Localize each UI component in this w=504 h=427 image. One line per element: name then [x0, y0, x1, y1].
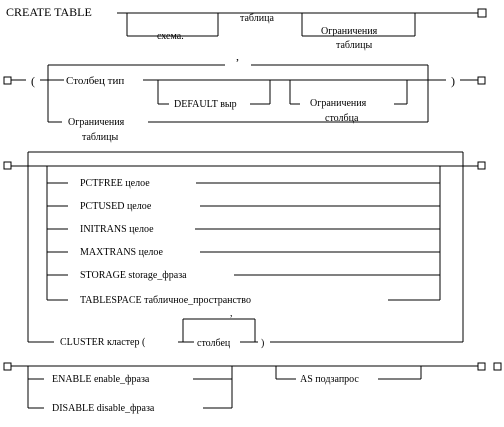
column-constraints-label-line1: Ограничения [310, 98, 367, 109]
tablespace-option: TABLESPACE табличное_пространство [80, 295, 251, 306]
table-constraints-label-line2: таблицы [336, 40, 372, 51]
disable-clause: DISABLE disable_фраза [52, 403, 155, 414]
pctfree-option: PCTFREE целое [80, 178, 150, 189]
maxtrans-option: MAXTRANS целое [80, 247, 164, 258]
section-enable-disable: ENABLE enable_фраза DISABLE disable_фраз… [3, 362, 502, 414]
column-type-label: Столбец тип [66, 75, 124, 87]
start-marker-section2 [3, 76, 12, 85]
end-marker-section4-b [493, 362, 502, 371]
default-expr-label: DEFAULT выр [174, 99, 237, 110]
table-constraints-alt-line1: Ограничения [68, 117, 125, 128]
as-subquery-clause: AS подзапрос [300, 374, 359, 385]
table-constraints-label-line1: Ограничения [321, 26, 378, 37]
enable-clause: ENABLE enable_фраза [52, 374, 150, 385]
table-label: таблица [240, 13, 274, 24]
pctused-option: PCTUSED целое [80, 201, 152, 212]
end-marker-section4-a [477, 362, 486, 371]
end-marker-section1 [477, 8, 487, 18]
cluster-column: столбец [197, 338, 231, 349]
table-constraints-alt-line2: таблицы [82, 132, 118, 143]
section-create-table: CREATE TABLE схема. таблица Ограничения … [6, 5, 487, 51]
storage-option: STORAGE storage_фраза [80, 270, 187, 281]
schema-label: схема. [157, 31, 184, 42]
open-paren: ( [31, 74, 35, 88]
column-separator-comma: , [236, 49, 239, 63]
cluster-comma: , [230, 308, 233, 319]
start-marker-section4 [3, 362, 12, 371]
initrans-option: INITRANS целое [80, 224, 154, 235]
close-paren: ) [451, 74, 455, 88]
end-marker-section2 [477, 76, 486, 85]
section-columns: ( , Столбец тип DEFAULT выр Ограничения … [3, 49, 486, 143]
create-table-keyword: CREATE TABLE [6, 5, 92, 19]
cluster-option: CLUSTER кластер ( [60, 337, 146, 348]
end-marker-section3 [477, 161, 486, 170]
cluster-close-paren: ) [261, 338, 264, 349]
start-marker-section3 [3, 161, 12, 170]
section-parameters: PCTFREE целое PCTUSED целое INITRANS цел… [3, 151, 486, 349]
column-constraints-label-line2: столбца [325, 113, 359, 124]
